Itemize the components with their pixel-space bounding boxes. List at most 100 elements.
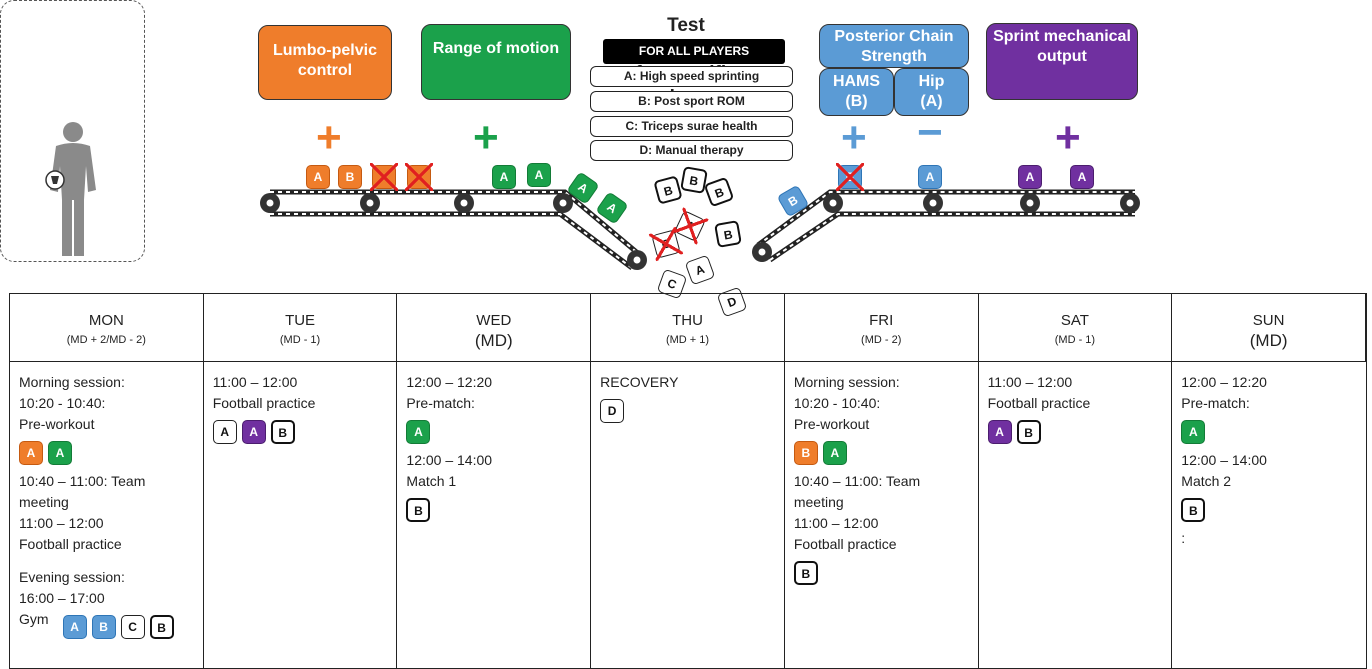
match-day-offset: (MD - 2) — [861, 334, 902, 346]
tile-group: A B C B — [62, 615, 174, 639]
tile-group: A — [1181, 420, 1358, 444]
tile-group: B — [406, 498, 582, 522]
schedule-line: : — [1181, 530, 1186, 546]
for-all-players-item: C: Triceps surae health — [590, 116, 793, 137]
exercise-tile: D — [600, 399, 625, 423]
plus-icon: + — [841, 113, 867, 162]
falling-tile: B — [714, 220, 742, 248]
category-hip: Hip (A) — [894, 68, 969, 116]
schedule-line: 11:00 – 12:00 — [19, 515, 104, 531]
exercise-tile: B — [270, 420, 295, 444]
day-name: WED — [476, 312, 512, 329]
day-name: TUE — [285, 312, 316, 329]
exercise-tile: A — [212, 420, 237, 444]
conveyor-tile: A — [1070, 165, 1094, 189]
schedule-line: Match 2 — [1181, 473, 1232, 489]
day-cell-fri: Morning session: 10:20 - 10:40: Pre-work… — [785, 362, 979, 668]
day-cell-sun: 12:00 – 12:20 Pre-match: A 12:00 – 14:00… — [1172, 362, 1366, 668]
schedule-line: 10:20 - 10:40: — [19, 395, 106, 411]
tile-group: A A — [19, 441, 195, 465]
category-hams-label: HAMS — [832, 73, 881, 90]
match-day-offset: (MD - 1) — [279, 334, 321, 346]
exercise-tile: B — [91, 615, 116, 639]
schedule-line: 10:40 – 11:00: Team — [19, 473, 146, 489]
minus-icon: − — [917, 108, 943, 157]
day-name: SUN — [1252, 312, 1285, 329]
falling-tile-crossed: C — [651, 229, 681, 259]
conveyor-tile: A — [306, 165, 330, 189]
match-day-offset: (MD) — [1249, 331, 1288, 350]
day-cell-tue: 11:00 – 12:00 Football practice A A B — [204, 362, 398, 668]
schedule-line: 12:00 – 14:00 — [406, 452, 493, 468]
schedule-line: 11:00 – 12:00 — [987, 374, 1073, 390]
schedule-line: 16:00 – 17:00 — [19, 590, 105, 606]
exercise-tile: B — [149, 615, 174, 639]
schedule-line: 12:00 – 14:00 — [1181, 452, 1267, 468]
day-header-sat: SAT (MD - 1) — [978, 294, 1173, 362]
tile-group: D — [600, 399, 776, 423]
schedule-line: RECOVERY — [600, 374, 679, 390]
category-hams-sub: (B) — [845, 93, 868, 110]
schedule-line: Football practice — [212, 395, 316, 411]
schedule-line: Match 1 — [406, 473, 457, 489]
category-posterior-chain: Posterior Chain Strength — [819, 24, 969, 68]
exercise-tile: A — [241, 420, 266, 444]
conveyor-tile-crossed — [370, 163, 398, 191]
for-all-players-item: B: Post sport ROM — [590, 91, 793, 112]
schedule-line: 12:00 – 12:20 — [1181, 374, 1267, 390]
exercise-tile: A — [822, 441, 847, 465]
day-header-wed: WED (MD) — [397, 294, 592, 362]
schedule-line: Pre-match: — [406, 395, 475, 411]
day-header-fri: FRI (MD - 2) — [784, 294, 979, 362]
tile-group: B — [1181, 498, 1358, 522]
conveyor-tile: B — [836, 163, 864, 191]
category-hip-sub: (A) — [920, 93, 943, 110]
category-sprint-label: Sprint mechanical output — [993, 28, 1131, 65]
category-hip-label: Hip — [918, 73, 945, 90]
conveyor-tile: A — [492, 165, 516, 189]
conveyor-tile: A — [918, 165, 942, 189]
day-cell-thu: RECOVERY D — [591, 362, 785, 668]
plus-icon: + — [316, 113, 342, 162]
day-header-tue: TUE (MD - 1) — [203, 294, 398, 362]
tile-group: A A B — [212, 420, 389, 444]
schedule-line: Evening session: — [19, 569, 125, 585]
day-header-thu: THU (MD + 1) — [591, 294, 785, 362]
schedule-line: Gym — [19, 611, 49, 627]
exercise-tile: A — [406, 420, 431, 444]
exercise-tile: B — [1016, 420, 1041, 444]
category-hams: HAMS (B) — [819, 68, 894, 116]
match-day-offset: (MD + 2/MD - 2) — [66, 334, 146, 346]
schedule-line: Morning session: — [19, 374, 125, 390]
tile-group: B A — [793, 441, 970, 465]
conveyor-tile: A — [1018, 165, 1042, 189]
exercise-tile: B — [406, 498, 431, 522]
schedule-line: Football practice — [19, 536, 122, 552]
for-all-players-header: FOR ALL PLAYERS — [603, 39, 785, 64]
day-name: MON — [88, 312, 124, 329]
tile-group: A B — [987, 420, 1164, 444]
category-posterior-label: Posterior Chain Strength — [834, 28, 954, 65]
schedule-line: Morning session: — [793, 374, 900, 390]
conveyor-belts — [260, 189, 1140, 270]
conveyor-tile-crossed — [405, 163, 433, 191]
exercise-tile: B — [1181, 498, 1206, 522]
day-name: SAT — [1060, 312, 1089, 329]
conveyor-tile: A — [527, 163, 551, 187]
day-cell-wed: 12:00 – 12:20 Pre-match: A 12:00 – 14:00… — [397, 362, 592, 668]
schedule-line: Pre-workout — [793, 416, 870, 432]
conveyor-tile: B — [338, 165, 362, 189]
tile-group: B — [793, 561, 970, 585]
schedule-line: Football practice — [987, 395, 1091, 411]
for-all-players-item: A: High speed sprinting — [590, 66, 793, 87]
exercise-tile: C — [120, 615, 145, 639]
category-lumbo-pelvic: Lumbo-pelvic control — [258, 25, 392, 100]
category-range-of-motion: Range of motion — [421, 24, 571, 100]
exercise-tile: A — [62, 615, 87, 639]
match-day-offset: (MD) — [474, 331, 513, 350]
day-header-mon: MON (MD + 2/MD - 2) — [10, 294, 204, 362]
schedule-line: 10:20 - 10:40: — [793, 395, 881, 411]
schedule-line: 10:40 – 11:00: Team — [793, 473, 921, 489]
schedule-line: Pre-match: — [1181, 395, 1250, 411]
schedule-line: 11:00 – 12:00 — [212, 374, 298, 390]
